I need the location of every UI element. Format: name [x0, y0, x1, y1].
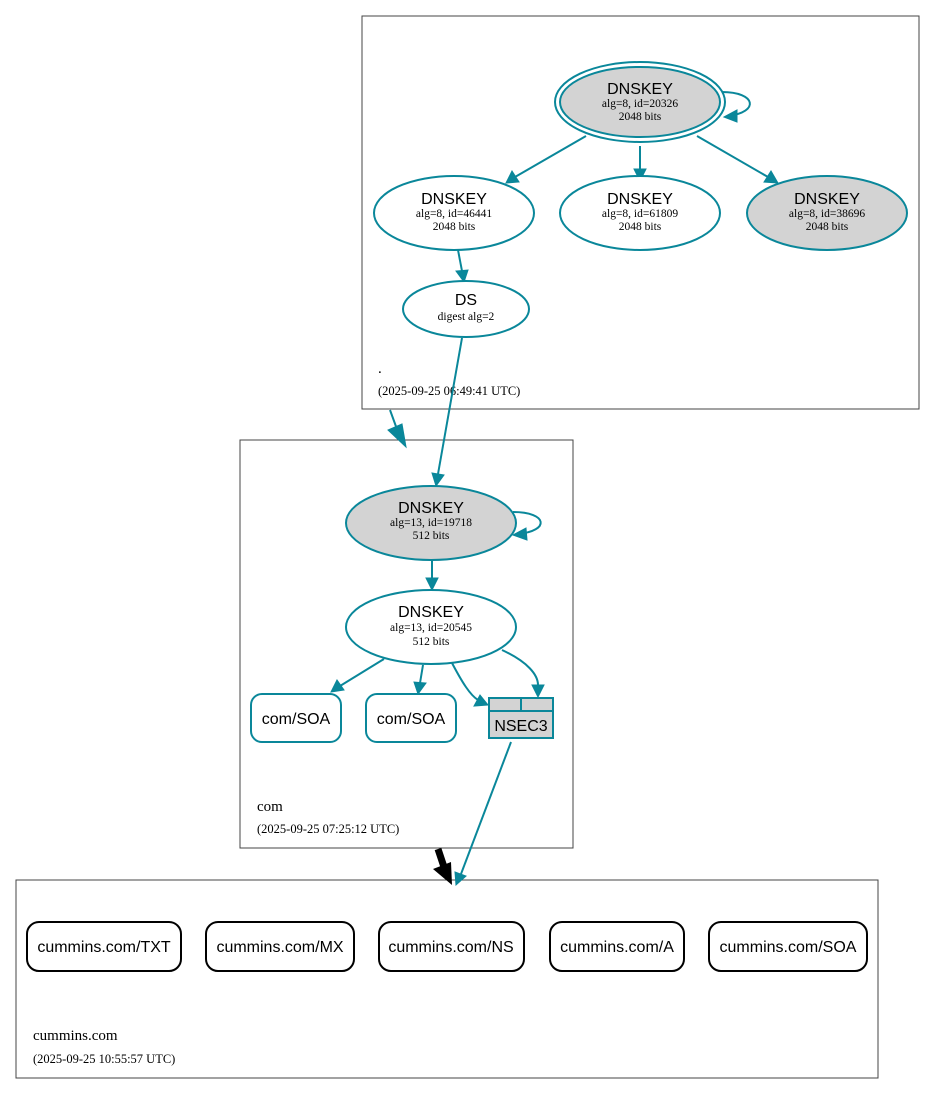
- node-cummins-ns[interactable]: cummins.com/NS: [378, 921, 525, 972]
- node-root-dnskey-46441[interactable]: DNSKEY alg=8, id=46441 2048 bits: [373, 175, 535, 251]
- zone-cummins-name: cummins.com: [33, 1028, 118, 1044]
- edge-root-ksk-to-46441-arrow: [505, 169, 520, 184]
- edge-com-zsk-to-soa1: [339, 658, 385, 687]
- node-com-zsk-20545[interactable]: DNSKEY alg=13, id=20545 512 bits: [345, 589, 517, 665]
- node-com-soa-2[interactable]: com/SOA: [365, 693, 457, 743]
- node-rect: [378, 921, 525, 972]
- node-title: com/SOA: [262, 711, 331, 728]
- node-rect: [365, 693, 457, 743]
- zone-cummins: cummins.com (2025-09-25 10:55:57 UTC): [15, 879, 879, 1079]
- node-title: DNSKEY: [794, 191, 860, 208]
- node-cummins-a[interactable]: cummins.com/A: [549, 921, 685, 972]
- node-key-size: 2048 bits: [619, 221, 662, 233]
- node-rect: [26, 921, 182, 972]
- node-digest-info: digest alg=2: [438, 311, 495, 323]
- node-rect: [708, 921, 868, 972]
- zone-cummins-box: [15, 879, 879, 1079]
- node-title: DNSKEY: [398, 604, 464, 621]
- node-cummins-txt[interactable]: cummins.com/TXT: [26, 921, 182, 972]
- node-title: DNSKEY: [421, 191, 487, 208]
- edge-com-zsk-to-nsec3-a-arrow: [473, 694, 489, 707]
- edge-root-ksk-to-38696: [696, 135, 769, 178]
- zone-cummins-timestamp: (2025-09-25 10:55:57 UTC): [33, 1052, 175, 1066]
- zone-root: . (2025-09-25 06:49:41 UTC): [361, 15, 920, 410]
- node-rect: [205, 921, 355, 972]
- node-com-nsec3[interactable]: NSEC3: [488, 697, 554, 739]
- node-com-soa-1[interactable]: com/SOA: [250, 693, 342, 743]
- edge-com-zsk-to-soa2-arrow: [413, 681, 427, 696]
- edge-root-ksk-to-46441: [514, 135, 587, 178]
- node-title: com/SOA: [377, 711, 446, 728]
- node-key-info: alg=8, id=61809: [602, 208, 678, 220]
- node-com-ksk-19718[interactable]: DNSKEY alg=13, id=19718 512 bits: [345, 485, 517, 561]
- edge-com-zsk-to-nsec3-b: [501, 649, 539, 686]
- node-root-ksk-20326[interactable]: DNSKEY alg=8, id=20326 2048 bits: [554, 61, 726, 143]
- node-key-info: alg=13, id=20545: [390, 622, 472, 634]
- node-title: DS: [455, 292, 477, 309]
- zone-com: com (2025-09-25 07:25:12 UTC): [239, 439, 574, 849]
- node-key-size: 512 bits: [413, 530, 450, 542]
- edge-com-zsk-to-soa2: [419, 664, 424, 684]
- node-title: cummins.com/TXT: [37, 939, 171, 956]
- node-key-info: alg=8, id=20326: [602, 98, 678, 110]
- node-outer-ring: [554, 61, 726, 143]
- node-title: DNSKEY: [607, 81, 673, 98]
- node-title: DNSKEY: [398, 500, 464, 517]
- node-ellipse: [345, 485, 517, 561]
- delegation-root-to-com-arrow: [387, 423, 407, 449]
- node-ellipse: [559, 66, 721, 138]
- edge-com-zsk-to-nsec3-a: [451, 662, 479, 701]
- edge-com-ksk-to-zsk-arrow: [425, 577, 439, 592]
- edge-nsec3-to-cummins-arrow: [454, 871, 467, 887]
- zone-com-timestamp: (2025-09-25 07:25:12 UTC): [257, 822, 399, 836]
- node-key-size: 2048 bits: [619, 111, 662, 123]
- edge-com-zsk-to-soa1-arrow: [330, 679, 345, 693]
- node-ellipse: [345, 589, 517, 665]
- node-ellipse: [559, 175, 721, 251]
- node-rect: [250, 693, 342, 743]
- node-title: cummins.com/SOA: [720, 939, 857, 956]
- node-key-size: 2048 bits: [433, 221, 476, 233]
- node-key-info: alg=8, id=46441: [416, 208, 492, 220]
- node-cummins-mx[interactable]: cummins.com/MX: [205, 921, 355, 972]
- edges: [330, 91, 779, 887]
- node-ellipse: [746, 175, 908, 251]
- zone-root-box: [361, 15, 920, 410]
- zone-com-name: com: [257, 799, 283, 815]
- node-root-dnskey-61809[interactable]: DNSKEY alg=8, id=61809 2048 bits: [559, 175, 721, 251]
- edge-46441-to-ds-arrow: [455, 269, 469, 284]
- node-key-info: alg=13, id=19718: [390, 517, 472, 529]
- node-key-info: alg=8, id=38696: [789, 208, 865, 220]
- edge-com-ksk-self-arrow: [511, 527, 528, 541]
- zone-com-box: [239, 439, 574, 849]
- edge-com-zsk-to-nsec3-b-arrow: [531, 684, 545, 699]
- edge-com-ksk-self: [512, 511, 542, 535]
- node-title: cummins.com/NS: [388, 939, 513, 956]
- node-key-size: 2048 bits: [806, 221, 849, 233]
- node-title: cummins.com/A: [560, 939, 674, 956]
- node-rect: [549, 921, 685, 972]
- zone-root-name: .: [378, 361, 382, 377]
- node-title: DNSKEY: [607, 191, 673, 208]
- edge-ds-to-com-ksk-arrow: [431, 472, 445, 488]
- node-cummins-soa[interactable]: cummins.com/SOA: [708, 921, 868, 972]
- edge-ds-to-com-ksk: [437, 337, 463, 475]
- node-key-size: 512 bits: [413, 636, 450, 648]
- edge-root-ksk-self-arrow: [722, 109, 738, 123]
- delegation-com-to-cummins-arrow: [433, 862, 452, 885]
- node-ellipse: [373, 175, 535, 251]
- edge-nsec3-to-cummins: [460, 741, 512, 875]
- edge-46441-to-ds: [457, 249, 463, 272]
- zone-root-timestamp: (2025-09-25 06:49:41 UTC): [378, 384, 520, 398]
- node-ellipse: [402, 280, 530, 338]
- edge-root-ksk-to-38696-arrow: [763, 170, 779, 184]
- node-title: cummins.com/MX: [216, 939, 343, 956]
- node-root-dnskey-38696[interactable]: DNSKEY alg=8, id=38696 2048 bits: [746, 175, 908, 251]
- node-root-ds[interactable]: DS digest alg=2: [402, 280, 530, 338]
- node-title: NSEC3: [494, 718, 547, 735]
- delegation-com-to-cummins: [434, 847, 448, 869]
